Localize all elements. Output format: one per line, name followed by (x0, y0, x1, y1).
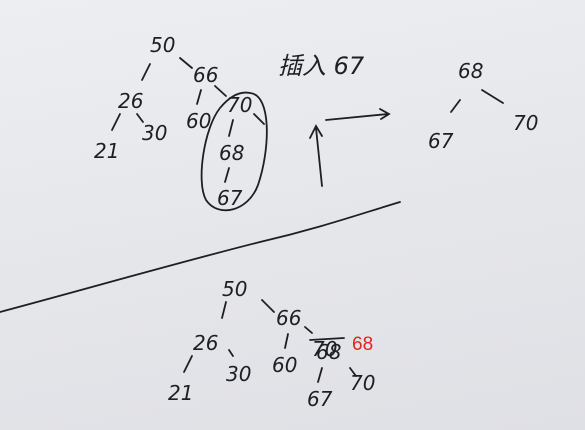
before-node-50: 50 (150, 33, 175, 57)
rotated-node-68: 68 (458, 59, 483, 83)
after-node-68: 68 (316, 340, 341, 364)
after-node-70: 70 (350, 371, 375, 395)
right-arrow (325, 108, 391, 121)
divider-line (0, 201, 401, 313)
after-edge-50-26 (221, 301, 227, 319)
red-68-label: 68 (352, 334, 373, 355)
before-node-67: 67 (217, 186, 243, 210)
edge-68-67-rotated (450, 99, 461, 113)
edge-26-30 (136, 113, 144, 123)
edge-50-66 (179, 57, 193, 69)
edge-50-26 (141, 63, 151, 81)
after-edge-66-68 (304, 326, 313, 334)
after-edge-26-30 (228, 349, 234, 357)
up-arrow (309, 124, 323, 187)
after-edge-26-21 (183, 355, 193, 373)
after-edge-68-67 (317, 367, 323, 383)
unbalanced-subtree-ellipse (200, 91, 268, 212)
before-node-70: 70 (227, 93, 252, 117)
after-tree: 50 66 26 21 30 60 70 68 68 67 70 (168, 277, 375, 411)
after-node-60: 60 (272, 353, 297, 377)
edge-26-21 (111, 113, 121, 131)
edge-68-70-rotated (481, 89, 504, 104)
after-edge-66-60 (284, 333, 289, 349)
before-node-21: 21 (94, 139, 119, 163)
after-node-67: 67 (307, 387, 333, 411)
before-node-30: 30 (142, 121, 167, 145)
after-node-26: 26 (193, 331, 218, 355)
before-node-60: 60 (186, 109, 211, 133)
imbalance-stroke (253, 113, 265, 125)
after-node-66: 66 (276, 306, 301, 330)
after-node-21: 21 (168, 381, 193, 405)
strike-mark (309, 337, 345, 341)
rotated-node-67: 67 (428, 129, 454, 153)
edge-68-67 (224, 167, 230, 183)
after-edge-50-66 (261, 299, 275, 313)
before-node-66: 66 (193, 63, 218, 87)
after-node-30: 30 (226, 362, 251, 386)
edge-66-60 (196, 89, 202, 105)
edge-70-68 (228, 119, 234, 137)
before-node-68: 68 (219, 141, 244, 165)
before-node-26: 26 (118, 89, 143, 113)
rotated-node-70: 70 (513, 111, 538, 135)
after-node-50: 50 (222, 277, 247, 301)
before-tree: 50 66 26 21 30 60 70 68 67 (94, 33, 268, 212)
insert-title: 插入 67 (278, 52, 365, 80)
edge-66-70 (214, 85, 227, 97)
after-node-overwritten-70: 70 (312, 337, 337, 361)
rotated-subtree: 68 67 70 (428, 59, 538, 153)
after-edge-68-70 (349, 367, 357, 377)
